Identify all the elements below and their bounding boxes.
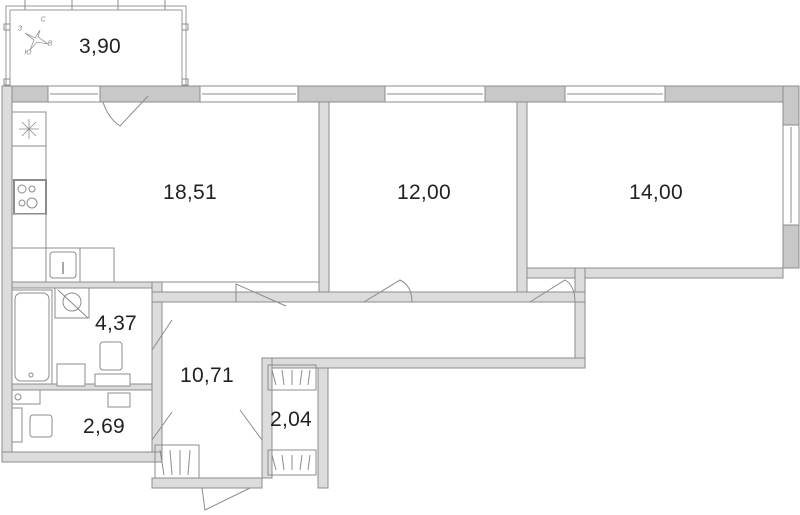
compass-west-label: З bbox=[17, 25, 23, 33]
windows bbox=[47, 85, 800, 226]
room-area-hallway: 10,71 bbox=[179, 364, 235, 387]
compass-south-label: Ю bbox=[24, 49, 32, 57]
room-area-bedroom-1: 12,00 bbox=[396, 181, 452, 204]
balcony bbox=[3, 0, 189, 87]
wardrobe-hangers bbox=[154, 364, 317, 479]
compass-east-label: В bbox=[47, 40, 53, 48]
room-area-balcony: 3,90 bbox=[78, 35, 122, 58]
kitchen-units bbox=[11, 111, 115, 283]
bathroom-fixtures bbox=[11, 287, 131, 443]
interior-walls bbox=[1, 101, 784, 489]
room-area-kitchen-living: 18,51 bbox=[162, 181, 218, 204]
room-area-bathroom: 4,37 bbox=[94, 312, 138, 335]
doors bbox=[102, 95, 576, 511]
room-area-bedroom-2: 14,00 bbox=[628, 181, 684, 204]
room-area-wardrobe: 2,04 bbox=[269, 408, 313, 431]
compass-north-label: С bbox=[40, 16, 46, 24]
room-area-toilet: 2,69 bbox=[82, 415, 126, 438]
compass-icon bbox=[24, 29, 49, 51]
